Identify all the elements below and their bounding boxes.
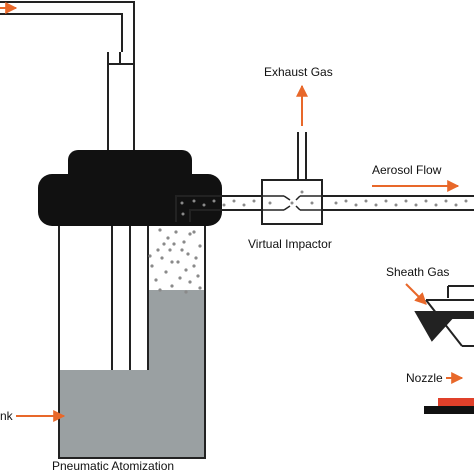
ink-label: nk [0, 409, 14, 423]
ink-liquid [60, 370, 204, 457]
pneumatic-atomization-label: Pneumatic Atomization [52, 459, 174, 473]
ink-liquid-right [148, 290, 204, 370]
aerosol-pipe [175, 195, 474, 222]
aerosol-particles-reservoir [148, 228, 202, 294]
atomizer-cap [38, 150, 222, 226]
aerosol-particles-pipe [180, 199, 468, 216]
gas-inlet-tube [0, 1, 135, 65]
virtual-impactor [261, 132, 323, 225]
atomizer-reservoir [58, 221, 206, 459]
atomizer-tube-upper [107, 52, 135, 150]
virtual-impactor-label: Virtual Impactor [248, 237, 332, 251]
aerosol-flow-label: Aerosol Flow [372, 163, 442, 177]
sheath-gas-arrow [405, 283, 427, 305]
nozzle-label: Nozzle [406, 371, 443, 385]
exhaust-gas-label: Exhaust Gas [264, 65, 333, 79]
sheath-gas-label: Sheath Gas [386, 265, 449, 279]
substrate [424, 398, 474, 414]
nozzle-assembly [414, 285, 474, 347]
